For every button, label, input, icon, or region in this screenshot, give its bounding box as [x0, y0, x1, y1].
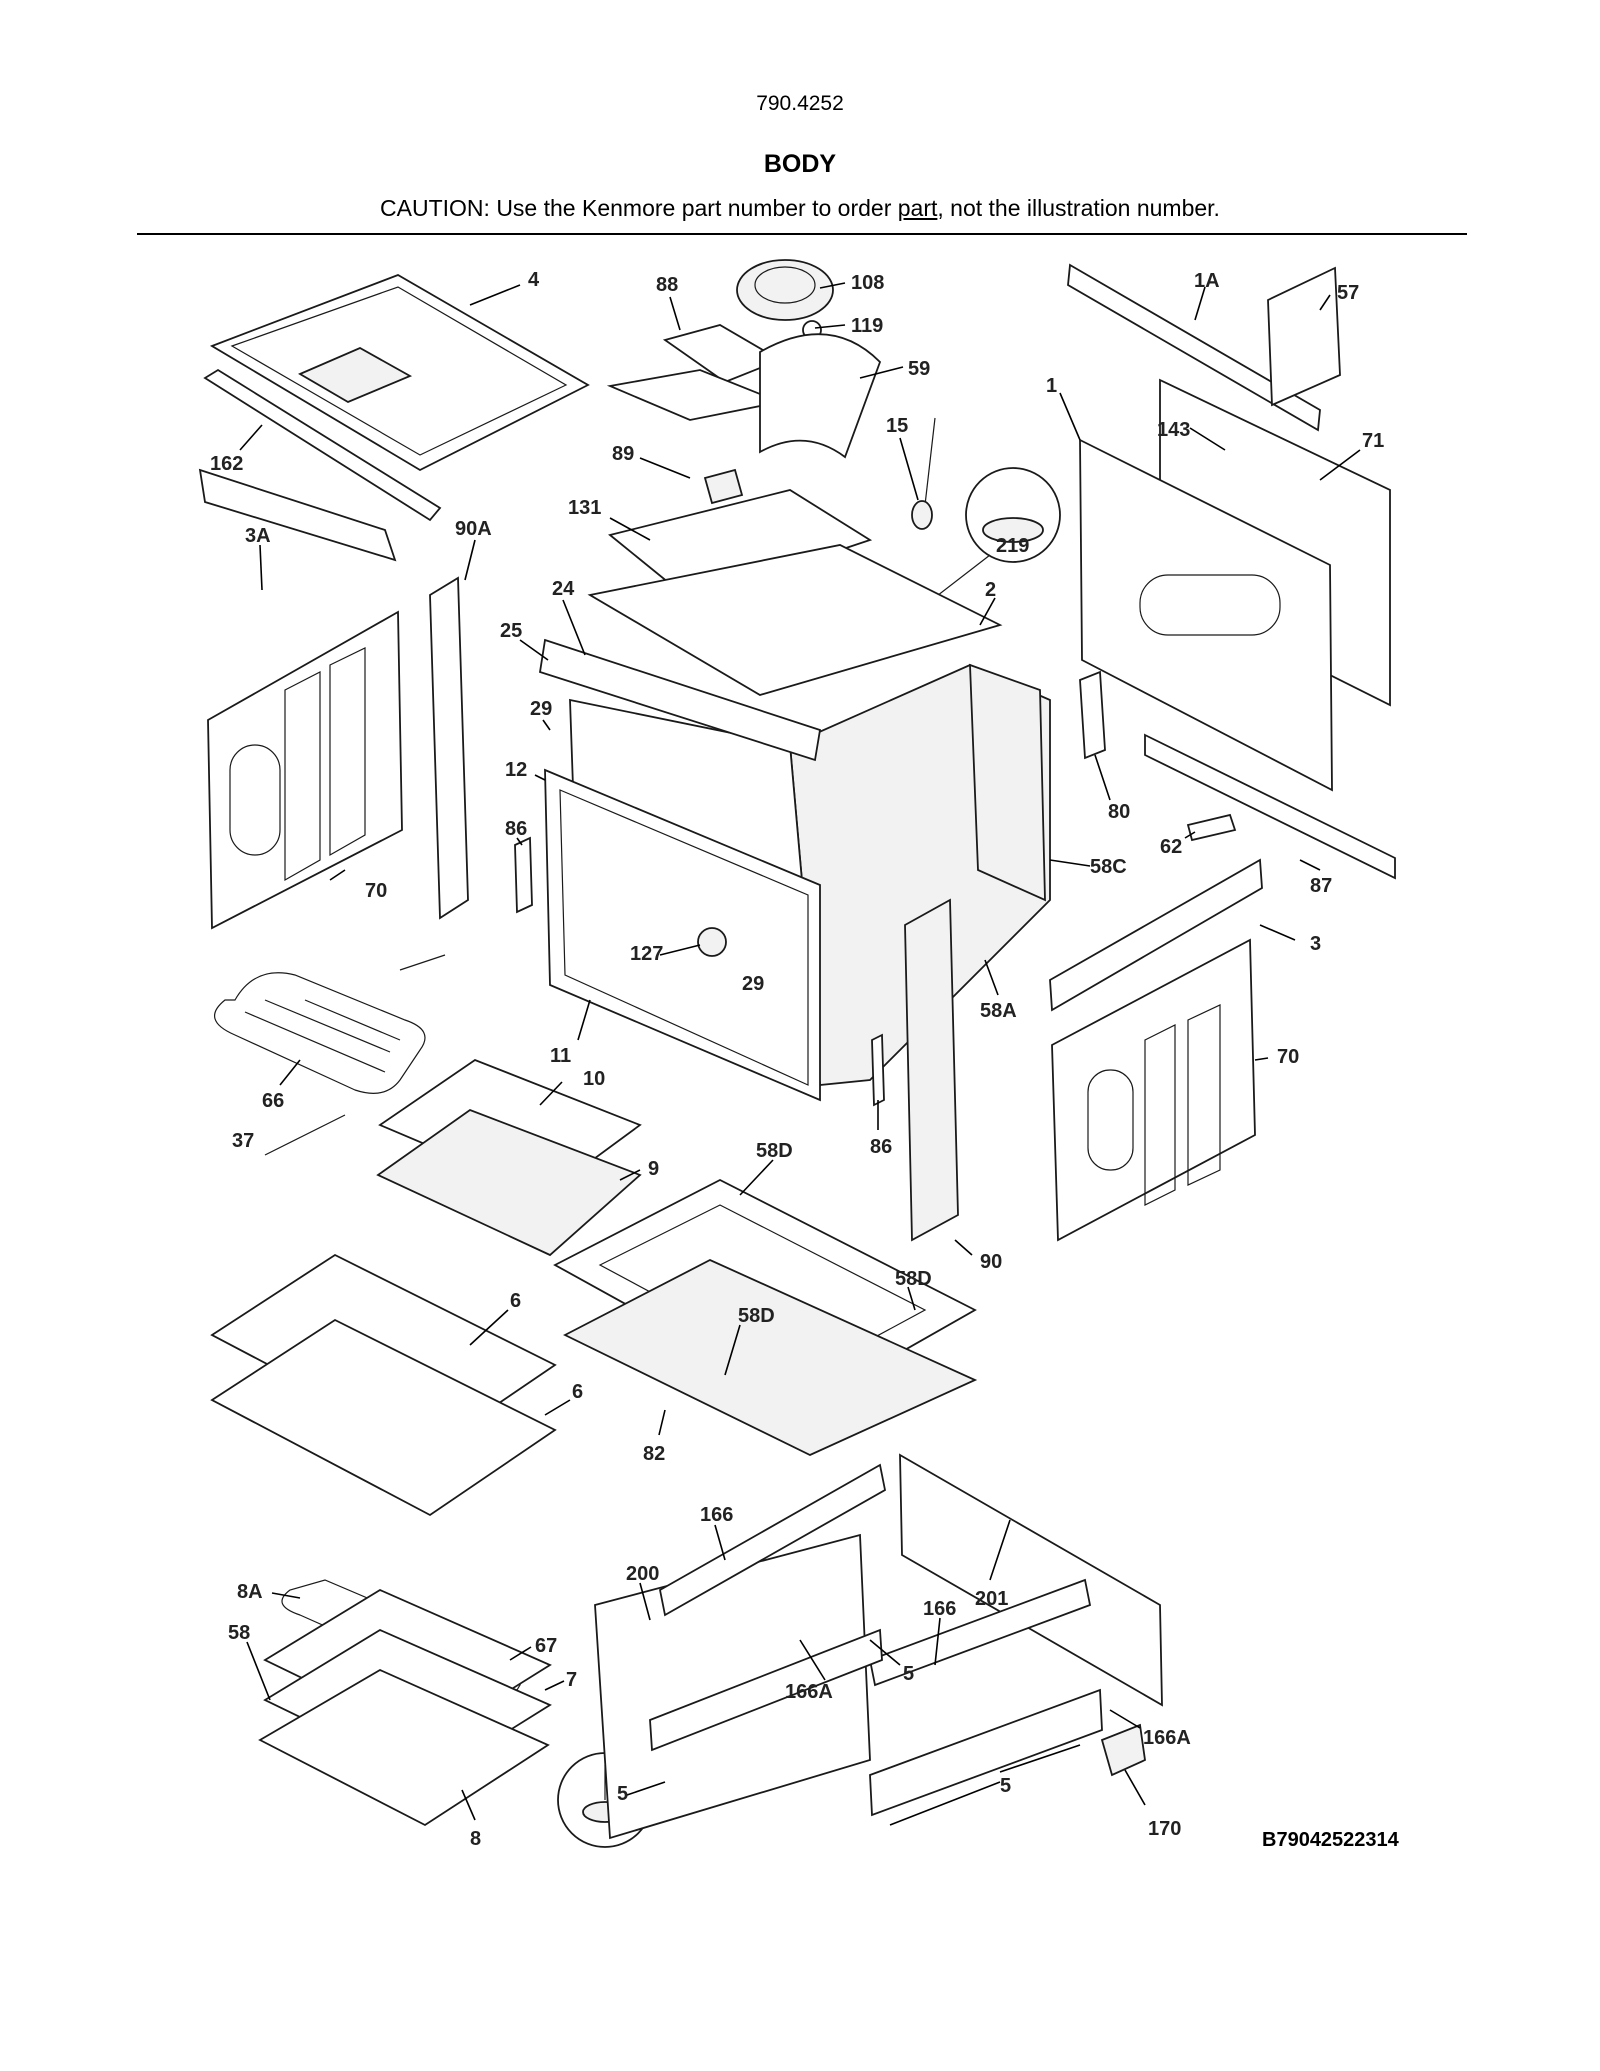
part-label: 24: [552, 578, 575, 600]
caution-prefix: CAUTION: Use the Kenmore part number to …: [380, 195, 898, 221]
part-label: 10: [583, 1068, 605, 1090]
part-label: 119: [851, 315, 883, 337]
oven-rack-part: [210, 1253, 557, 1517]
part-label: 82: [643, 1443, 665, 1465]
part-label: 57: [1337, 282, 1359, 304]
part-label: 29: [742, 973, 764, 995]
part-label: 219: [996, 535, 1029, 557]
temp-probe-part: [264, 1114, 346, 1156]
part-label: 58C: [1090, 856, 1127, 878]
part-label: 58D: [738, 1305, 775, 1327]
part-label: 1A: [1194, 270, 1220, 292]
part-label: 90A: [455, 518, 492, 540]
right-side-panel-part: [1049, 858, 1263, 1242]
top-rail-part: [203, 368, 442, 522]
rear-panel-part: [1067, 263, 1391, 792]
sensor-probe-part: [911, 417, 936, 530]
convection-fan-part: [606, 259, 882, 602]
part-label: 2: [985, 579, 996, 601]
part-label: 170: [1148, 1818, 1181, 1840]
part-label: 166A: [1143, 1727, 1191, 1749]
part-label: 5: [617, 1783, 628, 1805]
part-label: 88: [656, 274, 678, 296]
part-label: 11: [550, 1045, 571, 1067]
leader-lines: [239, 282, 1361, 1826]
part-label: 143: [1157, 419, 1190, 441]
part-label: 80: [1108, 801, 1130, 823]
caution-note: CAUTION: Use the Kenmore part number to …: [0, 195, 1600, 222]
broil-pan-part: [376, 1058, 642, 1257]
part-label: 70: [365, 880, 387, 902]
part-label: 12: [505, 759, 527, 781]
part-label: 7: [566, 1669, 577, 1691]
thermostat-detail-part: [879, 467, 1061, 641]
part-label: 59: [908, 358, 930, 380]
part-label: 162: [210, 453, 243, 475]
part-label: 166A: [785, 1681, 833, 1703]
part-label: 166: [923, 1598, 956, 1620]
part-label: 5: [903, 1663, 914, 1685]
part-label: 87: [1310, 875, 1332, 897]
part-label: 29: [530, 698, 552, 720]
part-label: 127: [630, 943, 663, 965]
part-label: 9: [648, 1158, 659, 1180]
part-label: 58A: [980, 1000, 1017, 1022]
top-panel-part: [209, 274, 590, 472]
left-side-panel-part: [198, 468, 403, 930]
part-label: 5: [1000, 1775, 1011, 1797]
part-label: 86: [505, 818, 527, 840]
part-label: 201: [975, 1588, 1008, 1610]
part-label: 131: [568, 497, 601, 519]
model-number: 790.4252: [756, 92, 844, 115]
part-label: 1: [1046, 375, 1057, 397]
part-label: 166: [700, 1504, 733, 1526]
vertical-trim-part: [514, 836, 959, 1242]
side-channel-part: [429, 576, 469, 920]
bracket-part: [969, 663, 1396, 902]
part-label: 8: [470, 1828, 481, 1850]
caution-suffix: , not the illustration number.: [937, 195, 1220, 221]
part-label: 58D: [756, 1140, 793, 1162]
part-label: 66: [262, 1090, 284, 1112]
oven-top-plate-part: [587, 544, 1003, 696]
caution-link-text: part: [897, 195, 938, 221]
part-label: 62: [1160, 836, 1182, 858]
oven-cavity-part: [538, 638, 1051, 1102]
part-label: 86: [870, 1136, 892, 1158]
part-label: 4: [528, 269, 540, 291]
part-label-group: 4 88 108 119 59 1A 57 162 1 143 71 89 15…: [210, 269, 1384, 1850]
part-label: 8A: [237, 1581, 263, 1603]
part-label: 90: [980, 1251, 1002, 1273]
part-label: 108: [851, 272, 884, 294]
part-label: 25: [500, 620, 522, 642]
section-title: BODY: [763, 150, 837, 178]
part-label: 37: [232, 1130, 254, 1152]
door-frame-part: [553, 1178, 978, 1456]
part-label: 6: [572, 1381, 583, 1403]
part-label: 67: [535, 1635, 557, 1657]
part-label: 200: [626, 1563, 659, 1585]
part-label: 89: [612, 443, 634, 465]
part-label: 3: [1310, 933, 1321, 955]
part-label: 58D: [895, 1268, 932, 1290]
diagram-code: B79042522314: [1262, 1829, 1399, 1851]
part-label: 58: [228, 1622, 250, 1644]
part-label: 3A: [245, 525, 271, 547]
base-frame-part: [594, 1453, 1163, 1840]
part-label: 70: [1277, 1046, 1299, 1068]
part-label: 15: [886, 415, 908, 437]
header-divider: [137, 233, 1467, 235]
part-label: 6: [510, 1290, 521, 1312]
part-label: 71: [1362, 430, 1384, 452]
bake-element-part: [258, 1579, 552, 1827]
broil-element-part: [214, 954, 446, 1094]
